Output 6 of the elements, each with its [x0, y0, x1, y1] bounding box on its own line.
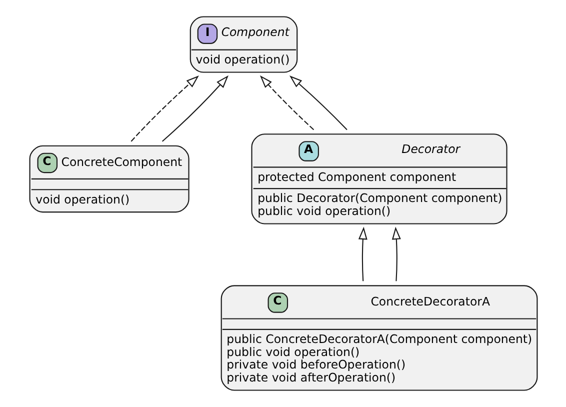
- arrow: [358, 226, 367, 282]
- arrow: [288, 76, 347, 130]
- arrow: [161, 75, 228, 142]
- arrow: [130, 76, 198, 142]
- arrow: [391, 226, 400, 282]
- arrow: [259, 75, 314, 130]
